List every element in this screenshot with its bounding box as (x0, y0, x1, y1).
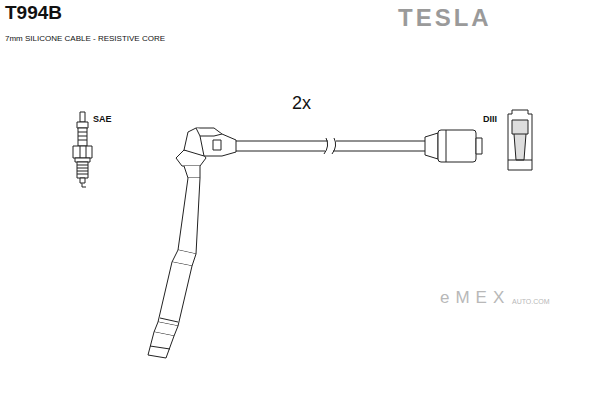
quantity: 2x (292, 94, 311, 114)
plug-boot (148, 128, 236, 358)
terminal-standard: DIII (483, 115, 497, 125)
spark-plug (73, 112, 92, 187)
plug-standard: SAE (93, 115, 112, 125)
cable (236, 138, 425, 154)
cable-description: 7mm SILICONE CABLE - RESISTIVE CORE (5, 35, 165, 44)
brand-logo: TESLA (398, 5, 492, 31)
watermark: eMEX (440, 289, 510, 308)
coil-connector (425, 130, 482, 162)
watermark: AUTO.COM (512, 298, 550, 306)
part-number: T994B (5, 3, 62, 24)
terminal-diii (508, 110, 532, 170)
